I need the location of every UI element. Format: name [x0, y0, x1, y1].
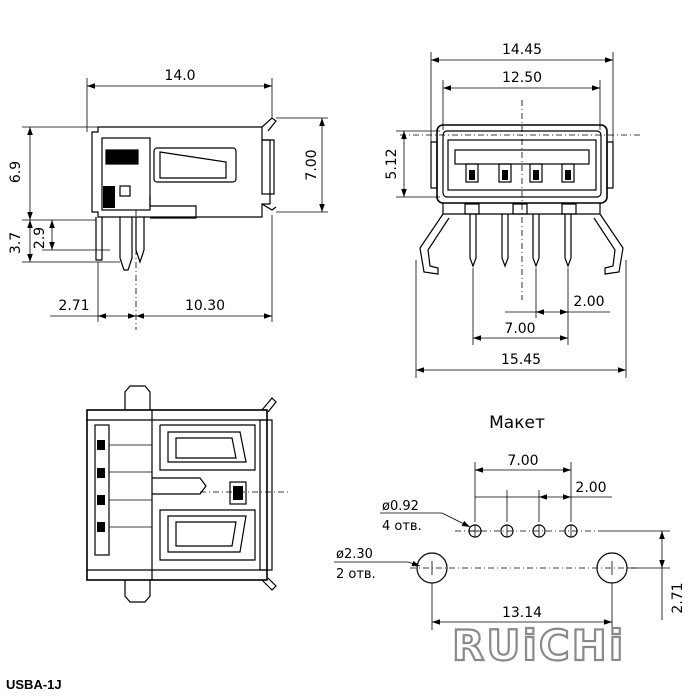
dim-front-offset: 2.71	[58, 298, 89, 314]
dim-pin-pitch: 2.00	[573, 294, 604, 310]
layout-dim-mount-span: 13.14	[502, 605, 542, 621]
small-hole-count: 4 отв.	[382, 519, 422, 534]
dim-tab-span: 15.45	[501, 352, 541, 368]
layout-dim-pad-pitch: 2.00	[575, 480, 606, 496]
dim-body-height: 7.00	[304, 149, 320, 180]
dim-total-length: 14.0	[164, 68, 195, 84]
part-number: USBA-1J	[6, 677, 62, 692]
layout-dim-pad-span: 7.00	[507, 453, 538, 469]
dim-pin-span: 7.00	[504, 321, 535, 337]
pcb-layout: Макет 7.00 2.00 ø0.92 4 отв.	[334, 413, 686, 630]
dim-pin-length: 3.7	[8, 232, 24, 254]
large-hole-diameter: ø2.30	[336, 547, 373, 562]
side-view: 14.0 6.9 3.7 2.9	[8, 68, 328, 330]
small-hole-diameter: ø0.92	[382, 499, 419, 514]
side-body-outline	[91, 126, 271, 218]
front-view: 14.45 12.50	[384, 42, 640, 378]
dim-pin-tip: 2.9	[32, 227, 48, 249]
dim-opening-height: 5.12	[384, 148, 400, 179]
large-hole-count: 2 отв.	[336, 567, 376, 582]
layout-title: Макет	[489, 413, 545, 433]
dim-opening-width: 12.50	[502, 70, 542, 86]
top-view	[86, 385, 290, 603]
dim-pin-offset: 10.30	[185, 298, 225, 314]
dim-overall-width: 14.45	[502, 42, 542, 58]
layout-dim-row-offset: 2.71	[670, 582, 686, 613]
dim-height: 6.9	[8, 161, 24, 183]
brand-logo: RUiCHi	[452, 621, 625, 670]
